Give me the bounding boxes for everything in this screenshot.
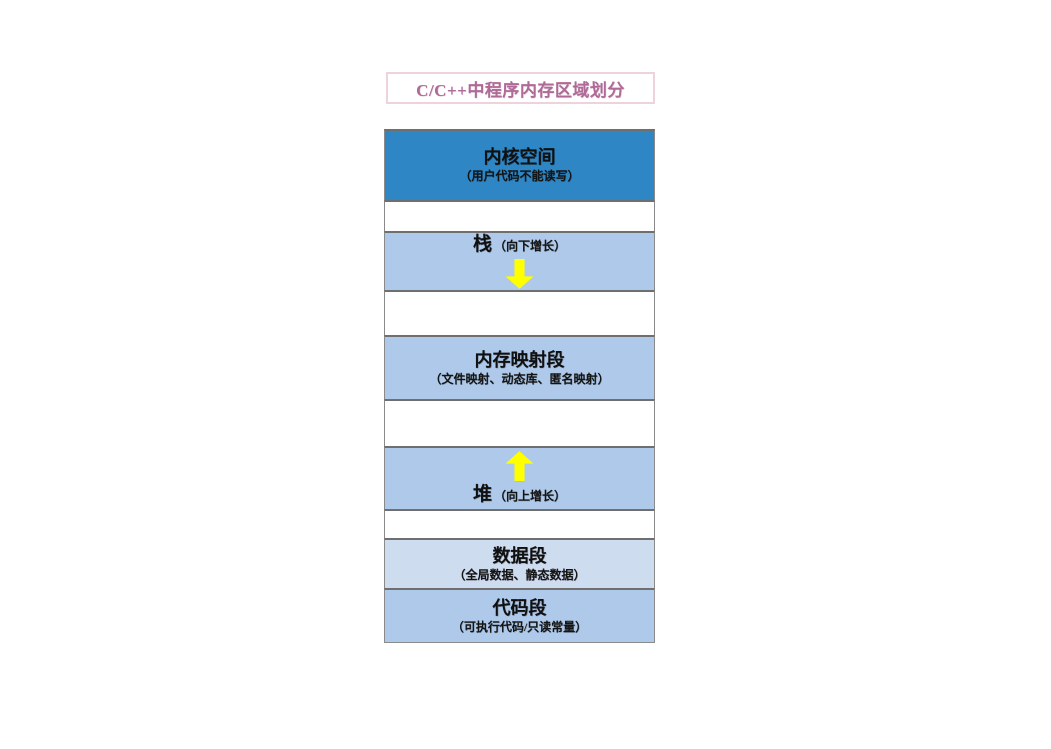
memory-block-memory-mapping-segment: 内存映射段（文件映射、动态库、匿名映射）: [384, 335, 655, 400]
memory-block-title-code-segment: 代码段: [492, 597, 547, 618]
memory-block-subtitle-heap: （向上增长）: [494, 489, 567, 504]
memory-block-subtitle-kernel-space: （用户代码不能读写）: [459, 169, 580, 184]
memory-block-gap-1: [384, 200, 655, 232]
memory-block-title-heap: 堆: [472, 484, 492, 506]
arrow-down-icon: [505, 258, 534, 289]
diagram-title-box: C/C++中程序内存区域划分: [386, 72, 655, 104]
arrow-up-icon: [505, 451, 534, 482]
page-title: C/C++中程序内存区域划分: [416, 80, 625, 100]
memory-block-gap-3: [384, 399, 655, 447]
memory-block-title-kernel-space: 内核空间: [483, 147, 556, 168]
memory-block-gap-4: [384, 509, 655, 539]
memory-block-title-data-segment: 数据段: [492, 545, 547, 566]
memory-block-stack: 栈（向下增长）: [384, 231, 655, 291]
memory-block-subtitle-data-segment: （全局数据、静态数据）: [453, 567, 586, 582]
memory-block-subtitle-code-segment: （可执行代码/只读常量）: [451, 619, 588, 634]
memory-block-data-segment: 数据段（全局数据、静态数据）: [384, 538, 655, 589]
memory-block-subtitle-memory-mapping-segment: （文件映射、动态库、匿名映射）: [429, 371, 610, 386]
memory-block-gap-2: [384, 290, 655, 336]
memory-block-heap: 堆（向上增长）: [384, 446, 655, 510]
memory-block-title-stack: 栈: [472, 234, 492, 256]
memory-block-label-stack: 栈（向下增长）: [473, 234, 566, 256]
memory-block-label-heap: 堆（向上增长）: [473, 484, 566, 506]
memory-layout-diagram: 内核空间（用户代码不能读写） 栈（向下增长） 内存映射段（文件映射、动态库、匿名映射…: [384, 129, 655, 643]
memory-block-code-segment: 代码段（可执行代码/只读常量）: [384, 588, 655, 643]
memory-block-kernel-space: 内核空间（用户代码不能读写）: [384, 129, 655, 201]
memory-block-subtitle-stack: （向下增长）: [494, 239, 567, 254]
memory-block-title-memory-mapping-segment: 内存映射段: [474, 349, 565, 370]
